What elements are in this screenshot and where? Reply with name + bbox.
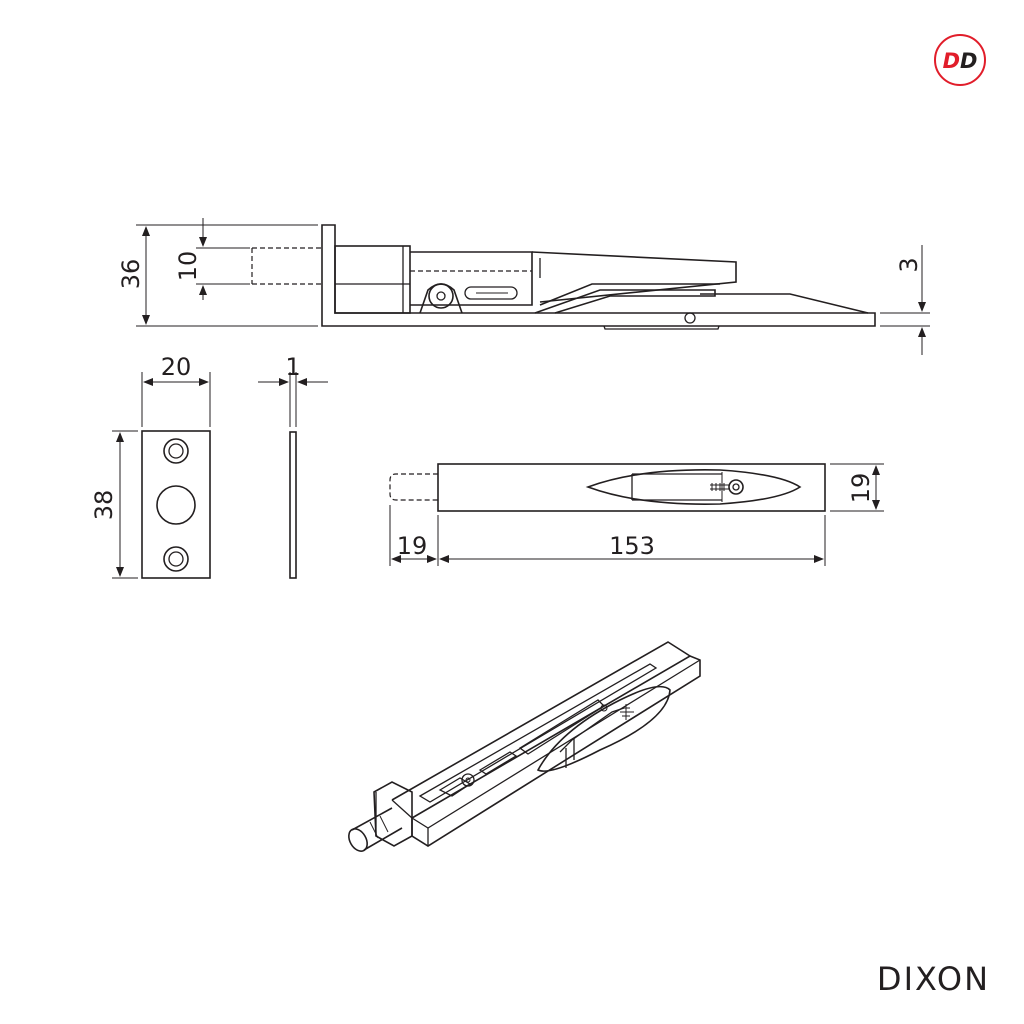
dim-keep-width: 20 — [161, 353, 192, 381]
dim-keep-thickness: 1 — [285, 353, 300, 381]
logo-text: DD — [943, 49, 978, 73]
dd-logo: DD — [934, 34, 986, 86]
brand-name: DIXON — [876, 960, 990, 998]
side-view: 36 10 3 — [117, 218, 930, 355]
dim-side-height: 36 — [117, 259, 145, 290]
keep-front-view: 20 38 — [90, 353, 211, 579]
dim-plate-thickness: 3 — [895, 257, 923, 272]
dim-bolt-projection: 19 — [397, 532, 428, 560]
isometric-view — [348, 641, 701, 852]
dim-bolt-diameter: 10 — [174, 251, 202, 282]
keep-side-view: 1 — [258, 353, 328, 579]
dim-body-width: 19 — [847, 473, 875, 504]
dim-keep-height: 38 — [90, 490, 118, 521]
top-view: 19 153 19 — [389, 463, 884, 566]
dim-body-length: 153 — [609, 532, 655, 560]
